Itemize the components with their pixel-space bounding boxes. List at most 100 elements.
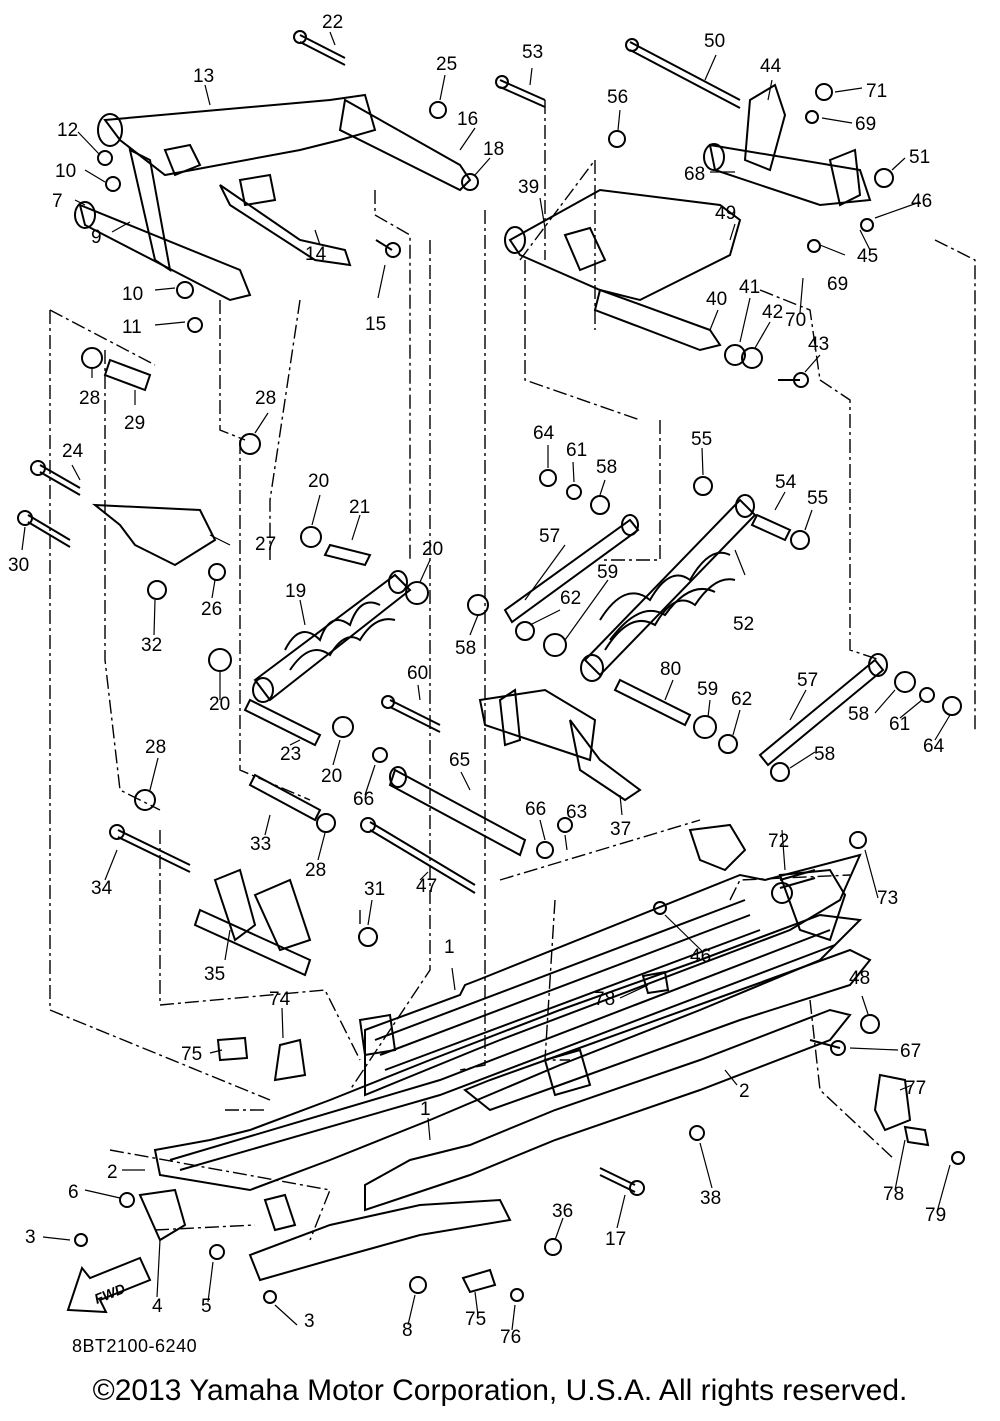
callout-66: 66: [525, 799, 546, 820]
callout-66: 66: [353, 789, 374, 810]
callout-38: 38: [700, 1188, 721, 1209]
callout-42: 42: [762, 302, 783, 323]
callout-61: 61: [889, 714, 910, 735]
callout-72: 72: [768, 831, 789, 852]
callout-26: 26: [201, 599, 222, 620]
callout-20: 20: [422, 539, 443, 560]
callout-35: 35: [204, 964, 225, 985]
callout-49: 49: [715, 203, 736, 224]
callout-20: 20: [321, 766, 342, 787]
callout-78: 78: [594, 989, 615, 1010]
callout-79: 79: [925, 1205, 946, 1226]
callout-12: 12: [57, 120, 78, 141]
callout-32: 32: [141, 635, 162, 656]
drawing-code: 8BT2100-6240: [72, 1336, 198, 1356]
callout-62: 62: [560, 588, 581, 609]
callout-28: 28: [145, 737, 166, 758]
callout-58: 58: [455, 638, 476, 659]
callout-3: 3: [304, 1311, 315, 1332]
front-shock-absorber: [252, 570, 412, 703]
callout-70: 70: [785, 310, 806, 331]
callout-leader-lines: [21, 31, 951, 1331]
callout-73: 73: [877, 888, 898, 909]
callout-4: 4: [152, 1296, 163, 1317]
callout-67: 67: [900, 1041, 921, 1062]
callout-44: 44: [760, 56, 782, 77]
forward-arrow: FWD: [66, 1256, 152, 1314]
callout-13: 13: [193, 66, 214, 87]
callout-7: 7: [52, 191, 63, 212]
callout-27: 27: [255, 534, 276, 555]
callout-60: 60: [407, 663, 428, 684]
callout-14: 14: [305, 244, 327, 265]
callout-59: 59: [697, 679, 718, 700]
callout-71: 71: [866, 81, 887, 102]
callout-50: 50: [704, 31, 725, 52]
callout-58: 58: [814, 744, 835, 765]
callout-11: 11: [122, 317, 142, 338]
callout-29: 29: [124, 413, 145, 434]
callout-48: 48: [849, 968, 870, 989]
links-and-axles: [91, 358, 912, 1242]
callout-61: 61: [566, 440, 587, 461]
callout-16: 16: [457, 109, 478, 130]
callout-80: 80: [660, 659, 681, 680]
callout-68: 68: [684, 164, 705, 185]
callout-75: 75: [465, 1309, 486, 1330]
callout-8: 8: [402, 1320, 413, 1341]
callout-1: 1: [420, 1099, 431, 1120]
callout-43: 43: [808, 334, 829, 355]
callout-41: 41: [739, 277, 760, 298]
callout-54: 54: [775, 472, 797, 493]
callout-69: 69: [827, 274, 848, 295]
callout-30: 30: [8, 555, 29, 576]
fwd-arrow-label: FWD: [92, 1280, 128, 1307]
callout-15: 15: [365, 314, 386, 335]
callout-76: 76: [500, 1327, 521, 1348]
callout-18: 18: [483, 139, 504, 160]
assembly-leader-lines: [49, 100, 976, 1241]
callout-69: 69: [855, 114, 876, 135]
callout-2: 2: [107, 1162, 118, 1183]
callout-47: 47: [416, 876, 437, 897]
callout-57: 57: [797, 670, 818, 691]
callout-63: 63: [566, 802, 587, 823]
callout-64: 64: [533, 423, 555, 444]
callout-75: 75: [181, 1044, 202, 1065]
callout-2: 2: [739, 1081, 750, 1102]
callout-78: 78: [883, 1184, 904, 1205]
callout-62: 62: [731, 689, 752, 710]
callout-20: 20: [209, 694, 230, 715]
callout-77: 77: [905, 1078, 926, 1099]
callout-39: 39: [518, 177, 539, 198]
callout-51: 51: [909, 147, 930, 168]
callout-10: 10: [122, 284, 143, 305]
callout-9: 9: [91, 227, 102, 248]
callout-10: 10: [55, 161, 76, 182]
callout-57: 57: [539, 526, 560, 547]
callout-45: 45: [857, 246, 878, 267]
callout-22: 22: [322, 12, 343, 33]
callout-59: 59: [597, 562, 618, 583]
callout-5: 5: [201, 1296, 212, 1317]
callout-55: 55: [807, 488, 828, 509]
callout-21: 21: [349, 497, 370, 518]
callout-65: 65: [449, 750, 470, 771]
callout-56: 56: [607, 87, 628, 108]
callout-28: 28: [305, 860, 326, 881]
callout-28: 28: [79, 388, 100, 409]
callout-20: 20: [308, 471, 329, 492]
callout-55: 55: [691, 429, 712, 450]
callout-24: 24: [62, 441, 84, 462]
callout-58: 58: [596, 457, 617, 478]
rear-pivot-arm: [504, 83, 872, 352]
fasteners: [17, 30, 965, 1304]
callout-36: 36: [552, 1201, 573, 1222]
callout-1: 1: [444, 937, 455, 958]
callout-28: 28: [255, 388, 276, 409]
part-callouts: 1 1 2 2 3 3 4 5 6 7 8 9 10 10 11 12 13 1…: [8, 12, 946, 1348]
callout-25: 25: [436, 54, 457, 75]
callout-53: 53: [522, 42, 543, 63]
callout-37: 37: [610, 819, 631, 840]
